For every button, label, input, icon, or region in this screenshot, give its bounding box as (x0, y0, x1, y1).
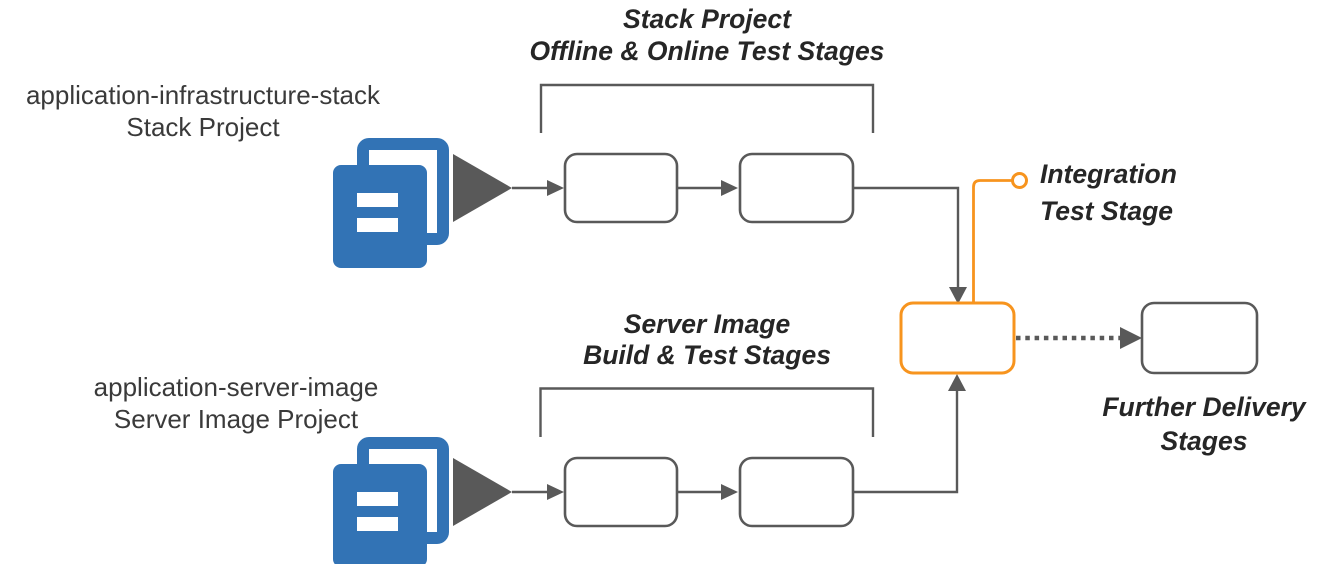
arrowhead-icon (547, 484, 564, 500)
document-front-sheet (333, 165, 427, 268)
stage-group-bracket (539, 83, 875, 133)
integration-stage-label: Test Stage (1040, 196, 1173, 226)
stage-group-title: Offline & Online Test Stages (530, 36, 885, 66)
stage-box (563, 152, 679, 224)
stage-group-bracket (539, 387, 875, 437)
document-text-line (357, 218, 398, 232)
integration-test-stage: Integration Test Stage (899, 159, 1177, 375)
arrowhead-icon (547, 180, 564, 196)
repo-name-label: application-server-image (94, 372, 379, 402)
connector-line (853, 390, 959, 494)
integration-stage-label: Integration (1040, 159, 1177, 189)
arrowhead-icon (948, 374, 966, 391)
server-image-source: application-server-image Server Image Pr… (94, 372, 564, 564)
stack-project-source: application-infrastructure-stack Stack P… (26, 80, 564, 268)
connector-line (853, 186, 960, 289)
repo-name-label: application-infrastructure-stack (26, 80, 381, 110)
document-text-line (357, 193, 398, 207)
project-type-label: Stack Project (126, 112, 280, 142)
server-image-stage-group: Server Image Build & Test Stages (539, 309, 966, 528)
document-text-line (357, 492, 398, 506)
stage-box (563, 456, 679, 528)
arrowhead-icon (721, 484, 738, 500)
stage-box (738, 152, 855, 224)
further-stage-box (1140, 301, 1259, 375)
document-front-sheet (333, 464, 427, 564)
arrowhead-icon (721, 180, 738, 196)
documents-icon (333, 138, 449, 268)
stack-stage-group: Stack Project Offline & Online Test Stag… (530, 4, 967, 304)
documents-icon (333, 437, 449, 564)
stage-group-title: Server Image (624, 309, 790, 339)
further-stages-label: Further Delivery (1102, 392, 1307, 422)
project-type-label: Server Image Project (114, 404, 359, 434)
further-stages-label: Stages (1161, 426, 1248, 456)
stage-group-title: Stack Project (623, 4, 792, 34)
stage-group-title: Build & Test Stages (583, 340, 831, 370)
stage-box (738, 456, 855, 528)
integration-test-stage-box (899, 301, 1016, 375)
pipeline-trigger-icon (453, 458, 512, 526)
callout-circle-icon (1011, 172, 1028, 189)
arrowhead-icon (1120, 327, 1142, 349)
arrowhead-icon (949, 287, 967, 304)
further-delivery-stages: Further Delivery Stages (1016, 301, 1307, 456)
pipeline-trigger-icon (453, 154, 512, 222)
callout-line (972, 179, 1012, 303)
document-text-line (357, 517, 398, 531)
